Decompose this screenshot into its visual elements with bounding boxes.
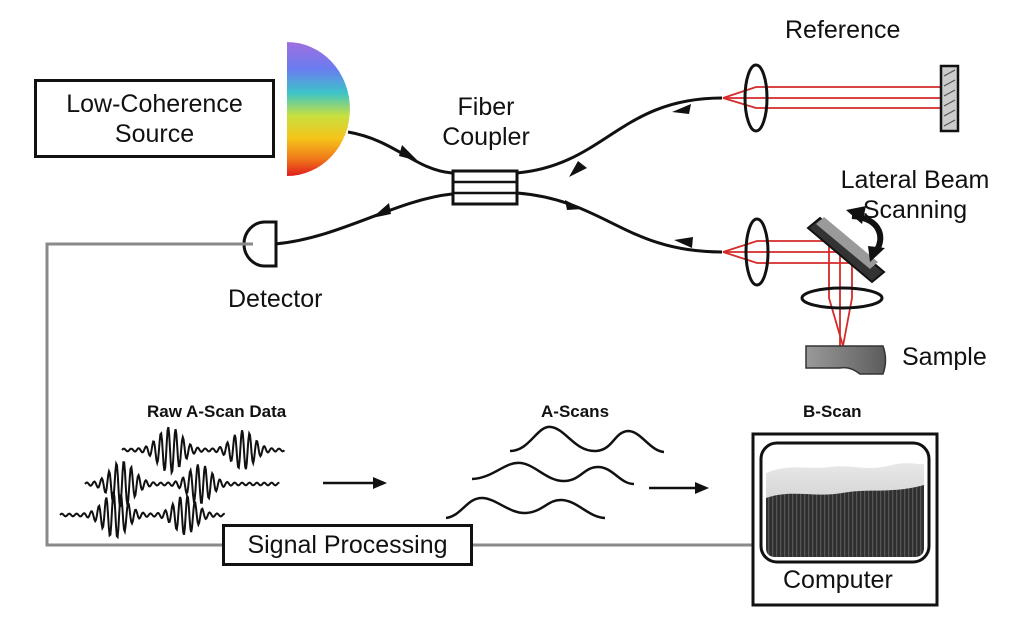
signal-processing-label: Signal Processing	[247, 531, 448, 559]
computer-icon	[751, 432, 939, 607]
arrow-reference-in	[672, 104, 691, 114]
arrow-sample-in	[674, 237, 693, 248]
detector-signal-line	[45, 242, 253, 547]
reference-label: Reference	[785, 16, 901, 44]
process-arrows	[323, 477, 709, 494]
raw-ascan-waveforms	[59, 426, 286, 540]
fiber-coupler	[451, 169, 519, 206]
sample-arm-lens	[744, 217, 770, 287]
ascan-envelopes	[445, 425, 665, 520]
arrow-sample	[565, 200, 583, 210]
detector-icon	[242, 220, 278, 268]
scanning-label-line1: Lateral Beam	[840, 166, 990, 194]
detector-label: Detector	[228, 285, 323, 313]
reference-lens	[743, 63, 769, 133]
coupler-label-line2: Coupler	[442, 123, 530, 151]
coupler-label-line1: Fiber	[457, 93, 515, 121]
arrow-detector	[372, 203, 391, 218]
ascans-label: A-Scans	[541, 402, 610, 421]
computer-label: Computer	[783, 566, 893, 594]
raw-ascan-label: Raw A-Scan Data	[147, 402, 287, 421]
reference-mirror	[939, 64, 960, 133]
source-label-line2: Source	[114, 119, 195, 148]
reference-beam	[722, 86, 942, 109]
sample-icon	[805, 345, 887, 375]
signal-processing-box: Signal Processing	[222, 524, 473, 566]
fiber-coupler-label: Fiber Coupler	[436, 92, 536, 152]
arrow-source	[399, 145, 418, 161]
raw-ascan-wave-3	[59, 491, 225, 540]
fiber-reference	[516, 96, 723, 175]
sample-beam	[722, 240, 853, 347]
fiber-arrows	[372, 104, 693, 248]
scanning-mirror-icon	[806, 206, 886, 284]
bscan-label: B-Scan	[803, 402, 862, 421]
objective-lens	[800, 286, 884, 310]
source-label-line1: Low-Coherence	[66, 89, 243, 118]
fiber-sample	[516, 191, 723, 254]
raw-ascan-wave-2	[84, 460, 280, 508]
low-coherence-source-box: Low-Coherence Source	[34, 79, 275, 158]
sample-label: Sample	[902, 343, 987, 371]
light-source-spectrum	[287, 42, 350, 176]
lateral-beam-scanning-label: Lateral Beam Scanning	[840, 165, 990, 225]
scanning-label-line2: Scanning	[862, 196, 968, 224]
arrow-reference	[569, 161, 587, 177]
raw-ascan-wave-1	[121, 426, 286, 476]
fiber-detector	[274, 192, 453, 246]
